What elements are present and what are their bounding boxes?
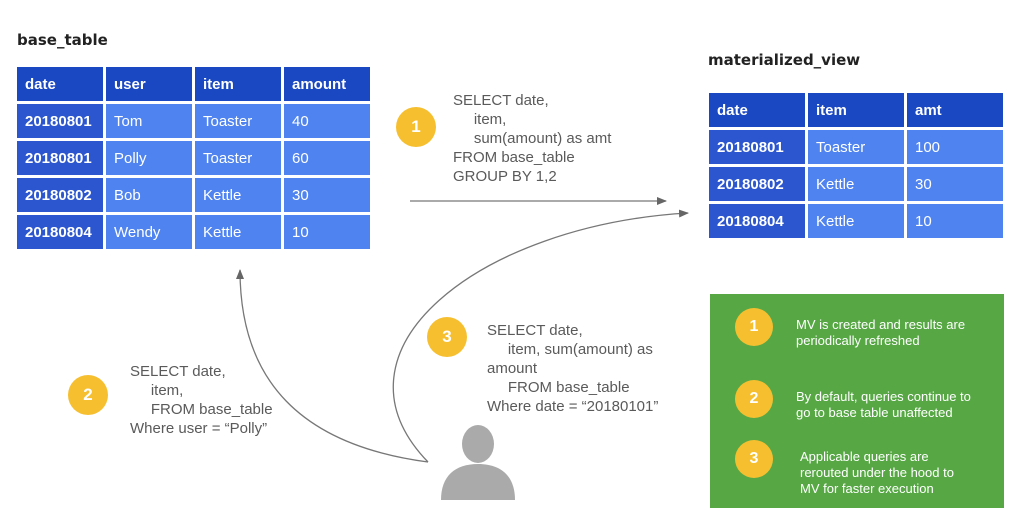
header-cell: amt xyxy=(907,93,1003,127)
base-table-title: base_table xyxy=(17,31,108,49)
note2-badge: 2 xyxy=(735,380,773,418)
table-cell: Kettle xyxy=(808,167,904,201)
table-row: 20180804 Kettle 10 xyxy=(709,204,1003,238)
base-table: date user item amount 20180801 Tom Toast… xyxy=(14,64,373,252)
header-cell: date xyxy=(709,93,805,127)
table-cell: 30 xyxy=(907,167,1003,201)
table-cell: Toaster xyxy=(808,130,904,164)
table-cell: 60 xyxy=(284,141,370,175)
table-cell: 20180801 xyxy=(709,130,805,164)
user-silhouette-icon xyxy=(441,425,515,500)
table-cell: 20180801 xyxy=(17,104,103,138)
table-header-row: date item amt xyxy=(709,93,1003,127)
query3-arrow xyxy=(392,209,689,463)
note1-badge: 1 xyxy=(735,308,773,346)
table-cell: Wendy xyxy=(106,215,192,249)
query2-badge: 2 xyxy=(68,375,108,415)
table-cell: Kettle xyxy=(195,178,281,212)
table-cell: Bob xyxy=(106,178,192,212)
table-cell: 20180804 xyxy=(709,204,805,238)
materialized-view-title: materialized_view xyxy=(708,51,861,69)
table-row: 20180801 Tom Toaster 40 xyxy=(17,104,370,138)
query3-badge: 3 xyxy=(427,317,467,357)
table-cell: 20180802 xyxy=(709,167,805,201)
table-cell: 30 xyxy=(284,178,370,212)
header-cell: item xyxy=(195,67,281,101)
table-row: 20180801 Toaster 100 xyxy=(709,130,1003,164)
header-cell: user xyxy=(106,67,192,101)
table-row: 20180801 Polly Toaster 60 xyxy=(17,141,370,175)
header-cell: amount xyxy=(284,67,370,101)
query2-arrow xyxy=(236,269,429,463)
table-cell: 40 xyxy=(284,104,370,138)
table-cell: 20180802 xyxy=(17,178,103,212)
table-cell: Kettle xyxy=(808,204,904,238)
header-cell: date xyxy=(17,67,103,101)
materialized-view-table: date item amt 20180801 Toaster 100 20180… xyxy=(706,90,1006,241)
table-row: 20180802 Bob Kettle 30 xyxy=(17,178,370,212)
table-header-row: date user item amount xyxy=(17,67,370,101)
table-cell: Toaster xyxy=(195,104,281,138)
header-cell: item xyxy=(808,93,904,127)
table-row: 20180804 Wendy Kettle 10 xyxy=(17,215,370,249)
table-row: 20180802 Kettle 30 xyxy=(709,167,1003,201)
table-cell: Tom xyxy=(106,104,192,138)
table-cell: 20180804 xyxy=(17,215,103,249)
query1-badge: 1 xyxy=(396,107,436,147)
table-cell: Polly xyxy=(106,141,192,175)
table-cell: 10 xyxy=(907,204,1003,238)
note3-badge: 3 xyxy=(735,440,773,478)
table-cell: Kettle xyxy=(195,215,281,249)
table-cell: 20180801 xyxy=(17,141,103,175)
table-cell: Toaster xyxy=(195,141,281,175)
table-cell: 10 xyxy=(284,215,370,249)
table-cell: 100 xyxy=(907,130,1003,164)
